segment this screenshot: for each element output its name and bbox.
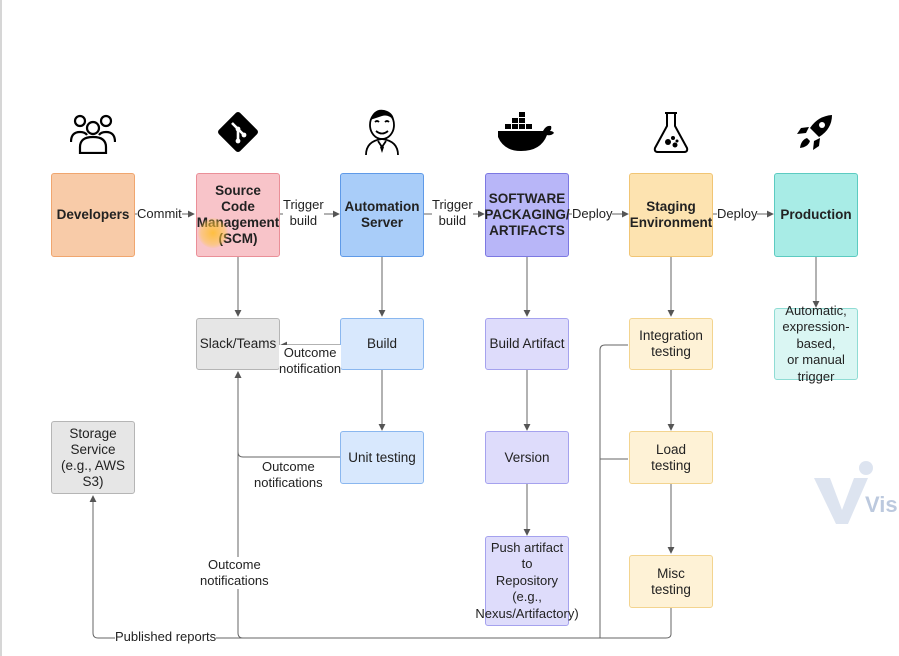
node-staging-environment: Staging Environment [629,173,713,257]
node-integration-testing: Integration testing [629,318,713,370]
window-left-border [0,0,2,656]
node-production: Production [774,173,858,257]
node-build: Build [340,318,424,370]
people-group-icon [70,114,116,154]
label-trigger-build-2: Trigger build [432,197,473,229]
node-storage-service: Storage Service (e.g., AWS S3) [51,421,135,494]
jenkins-butler-icon [365,109,399,156]
node-misc-testing: Misc testing [629,555,713,608]
cursor-highlight [198,218,228,248]
edge-unit-slack [234,371,340,458]
watermark-logo-icon [814,461,873,524]
label-outcome-notifications-bottom: Outcome notifications [200,557,269,589]
node-automation-server: Automation Server [340,173,424,257]
rocket-icon [797,115,832,150]
node-version: Version [485,431,569,484]
docker-whale-icon [498,112,554,151]
git-logo-icon [218,112,258,152]
node-trigger-note: Automatic, expression-based, or manual t… [774,303,858,384]
label-outcome-notification: Outcome notification [279,345,342,377]
node-unit-testing: Unit testing [340,431,424,484]
node-developers: Developers [51,173,135,257]
label-deploy-2: Deploy [717,206,758,222]
edge-return [234,371,672,639]
label-published-reports: Published reports [115,629,217,645]
node-build-artifact: Build Artifact [485,318,569,370]
lab-flask-icon [653,112,689,153]
node-push-artifact: Push artifact to Repository (e.g., Nexus… [475,536,579,626]
node-software-packaging: SOFTWARE PACKAGING/ ARTIFACTS [484,173,570,257]
watermark-text: Vis [865,492,898,517]
label-commit: Commit [137,206,182,222]
label-outcome-notifications-unit: Outcome notifications [254,459,323,491]
node-load-testing: Load testing [629,431,713,484]
label-deploy-1: Deploy [572,206,613,222]
edge-published [89,495,243,639]
label-trigger-build-1: Trigger build [283,197,324,229]
node-slack-teams: Slack/Teams [196,318,280,370]
